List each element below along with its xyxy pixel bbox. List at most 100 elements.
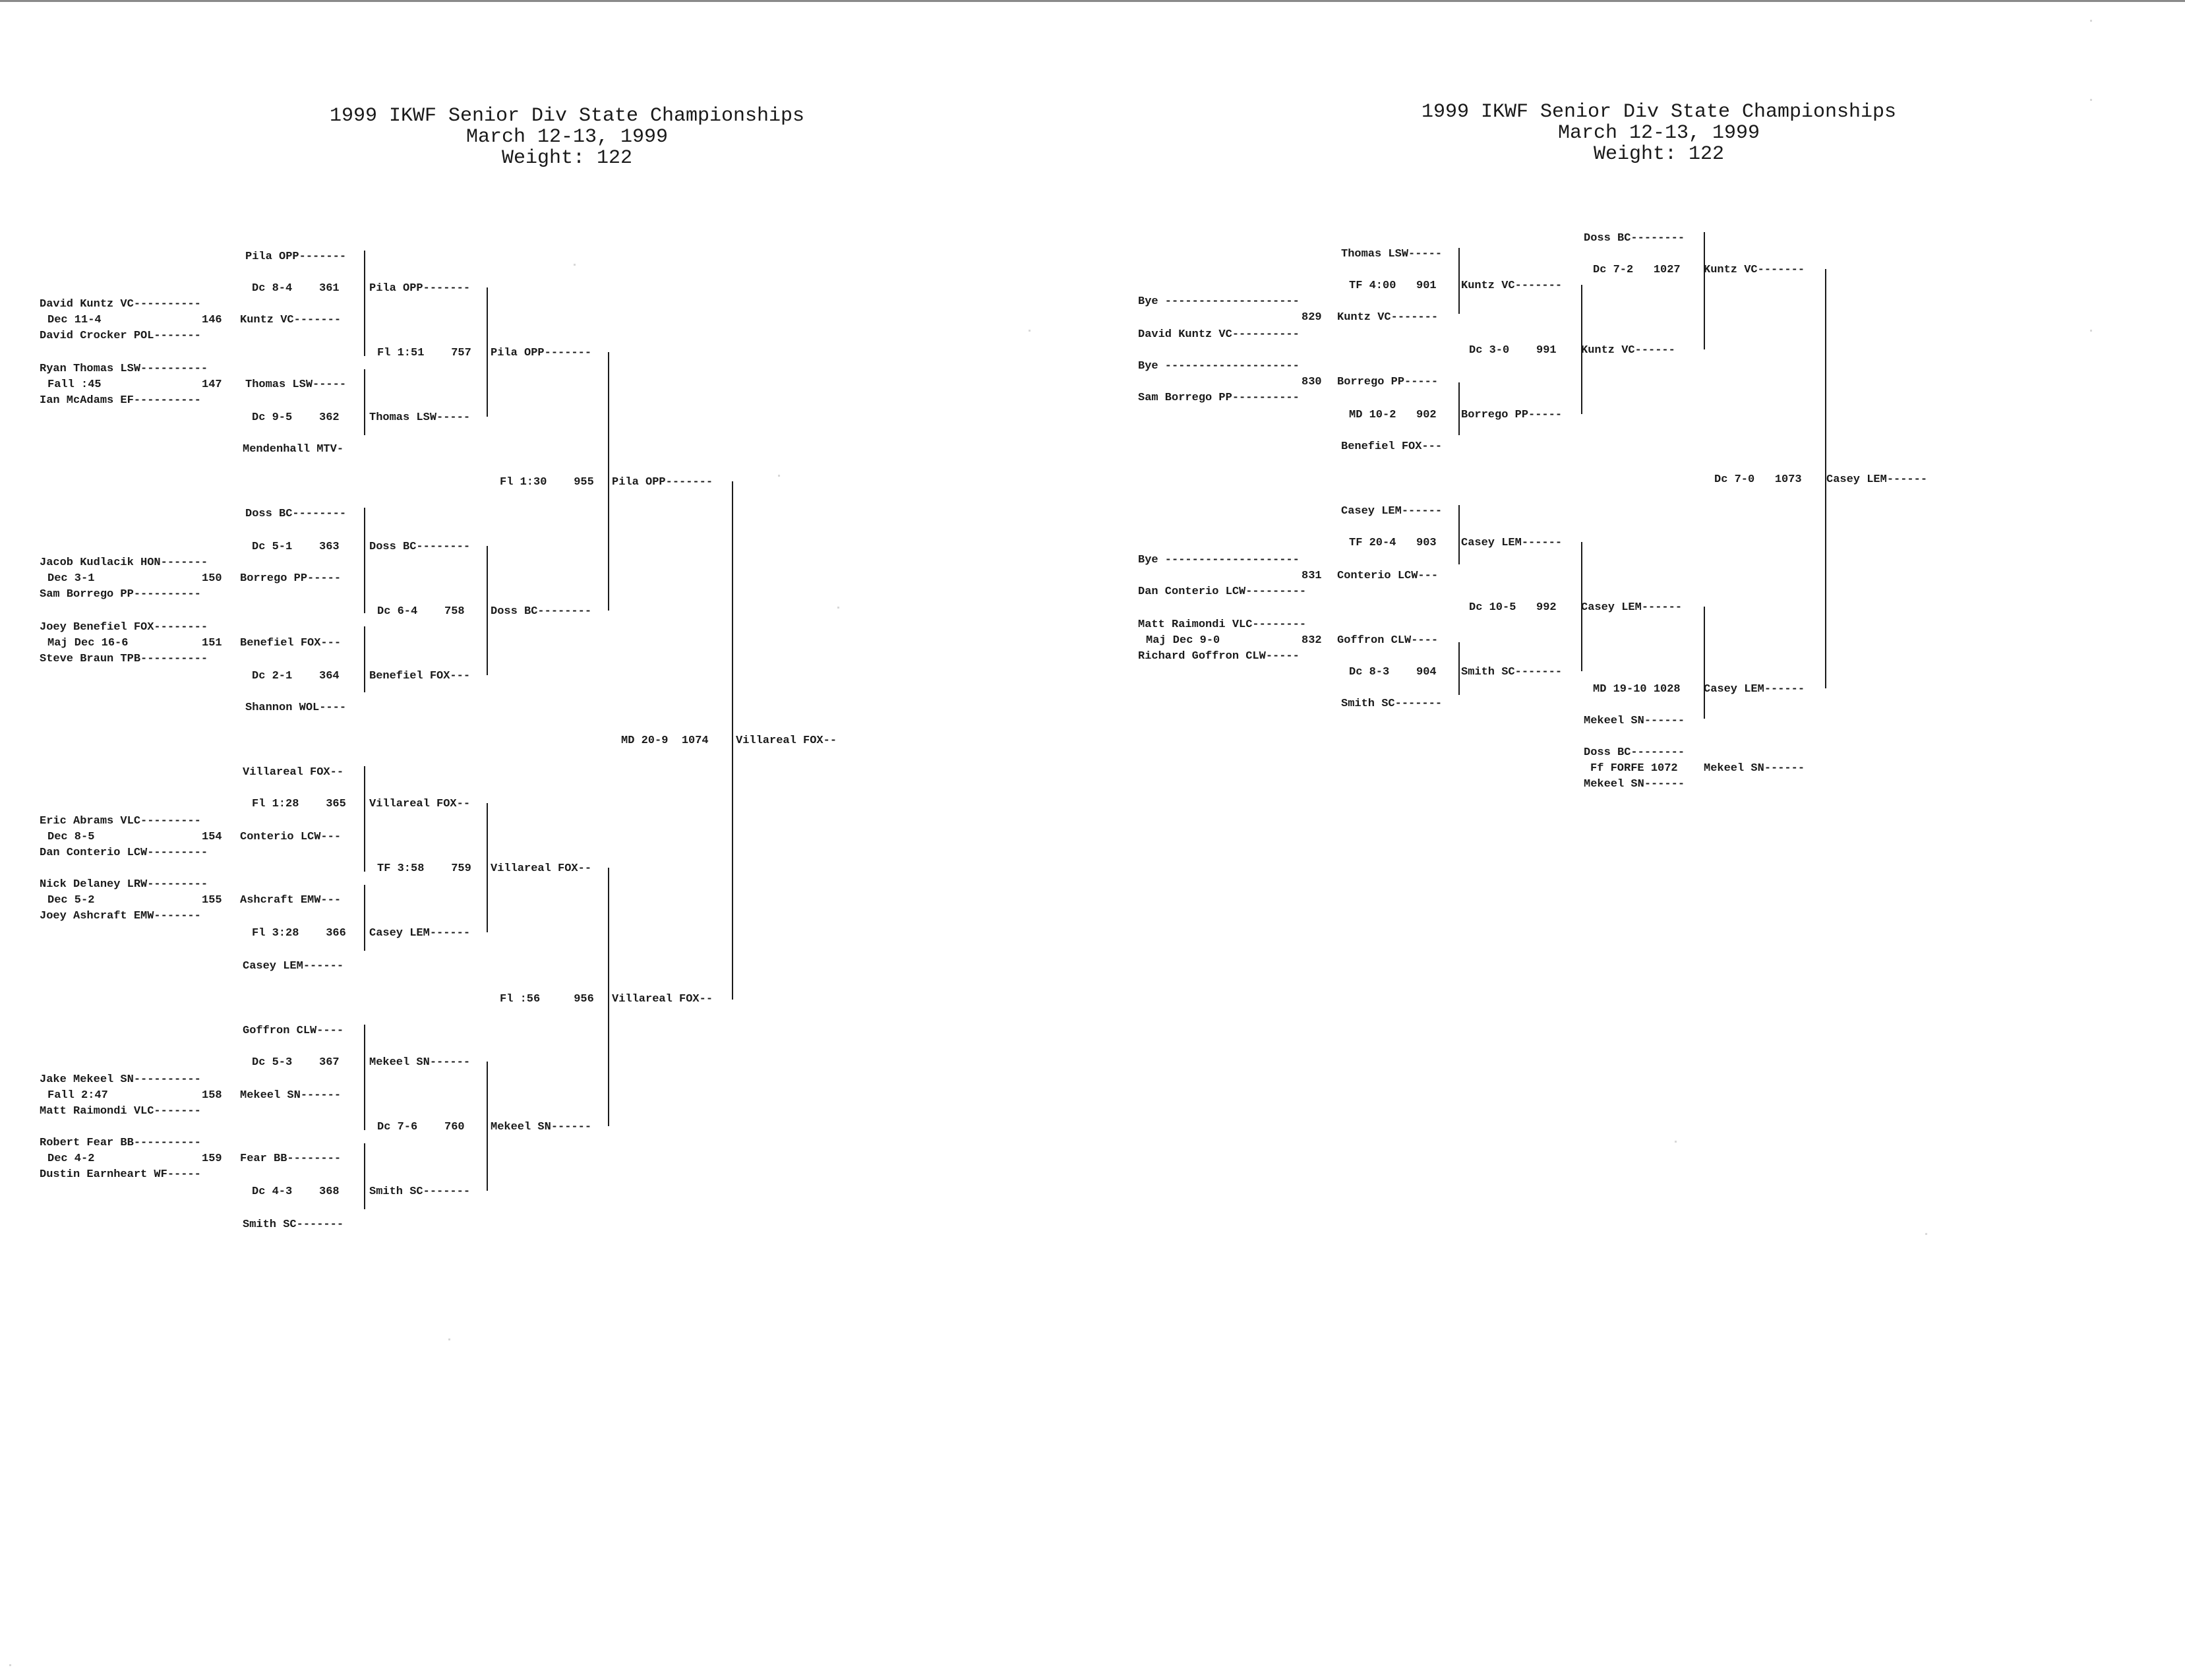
connector — [364, 508, 365, 613]
bracket-line: TF 4:00 901 — [1349, 280, 1437, 292]
top-edge-line — [0, 0, 2185, 2]
bracket-line: Kuntz VC------- — [1461, 280, 1563, 292]
bracket-line: Nick Delaney LRW--------- — [40, 878, 208, 891]
bracket-line: Pila OPP------- — [369, 282, 471, 295]
bracket-line: 829 — [1302, 311, 1322, 324]
bracket-line: Benefiel FOX--- — [1341, 440, 1443, 453]
connector — [364, 766, 365, 872]
bracket-line: 154 — [202, 831, 222, 843]
bracket-line: Casey LEM------ — [369, 927, 471, 940]
bracket-line: Fall :45 — [47, 378, 102, 391]
bracket-line: 830 — [1302, 376, 1322, 388]
bracket-line: Bye -------------------- — [1138, 554, 1300, 566]
bracket-line: Eric Abrams VLC--------- — [40, 815, 201, 827]
connector — [1458, 382, 1460, 435]
bracket-line: Mekeel SN------ — [369, 1056, 471, 1069]
bracket-line: Ashcraft EMW--- — [240, 894, 342, 907]
bracket-line: TF 20-4 903 — [1349, 537, 1437, 549]
bracket-line: Dec 8-5 — [47, 831, 95, 843]
scan-speck — [837, 607, 839, 609]
connector — [1581, 285, 1582, 414]
bracket-line: Dustin Earnheart WF----- — [40, 1168, 201, 1181]
bracket-line: MD 10-2 902 — [1349, 409, 1437, 421]
connector — [364, 1143, 365, 1209]
bracket-line: Doss BC-------- — [1584, 232, 1685, 245]
left-title-weight: Weight: 122 — [501, 147, 633, 169]
connector — [364, 1025, 365, 1130]
bracket-line: Pila OPP------- — [491, 347, 592, 359]
connector — [732, 481, 733, 1000]
bracket-line: Dec 11-4 — [47, 314, 102, 326]
bracket-line: Villareal FOX-- — [369, 798, 471, 810]
bracket-line: Dc 8-3 904 — [1349, 666, 1437, 678]
bracket-line: David Crocker POL------- — [40, 330, 201, 342]
connector — [1581, 542, 1582, 671]
bracket-line: MD 20-9 1074 — [621, 735, 709, 747]
bracket-line: Bye -------------------- — [1138, 360, 1300, 373]
bracket-line: Bye -------------------- — [1138, 295, 1300, 308]
bracket-line: Dec 4-2 — [47, 1153, 95, 1165]
bracket-line: MD 19-10 1028 — [1593, 683, 1681, 696]
bracket-line: Mendenhall MTV- — [243, 443, 344, 456]
bracket-line: Kuntz VC------- — [240, 314, 342, 326]
bracket-line: Joey Ashcraft EMW------- — [40, 910, 201, 922]
bracket-line: Casey LEM------ — [243, 960, 344, 973]
bracket-line: Dc 10-5 992 — [1469, 601, 1557, 614]
bracket-line: TF 3:58 759 — [377, 862, 471, 875]
bracket-line: Dc 7-0 1073 — [1714, 473, 1802, 486]
scan-speck — [1029, 330, 1031, 332]
connector — [487, 803, 488, 932]
bracket-line: Kuntz VC------- — [1337, 311, 1439, 324]
bracket-line: Casey LEM------ — [1581, 601, 1683, 614]
bracket-line: Dc 5-3 367 — [252, 1056, 340, 1069]
bracket-line: Thomas LSW----- — [369, 411, 471, 424]
bracket-line: Benefiel FOX--- — [369, 670, 471, 682]
bracket-line: Ian McAdams EF---------- — [40, 394, 201, 407]
bracket-line: Dc 2-1 364 — [252, 670, 340, 682]
bracket-line: Dc 9-5 362 — [252, 411, 340, 424]
bracket-line: Doss BC-------- — [245, 508, 347, 520]
bracket-line: Mekeel SN------ — [1584, 778, 1685, 791]
bracket-line: Fl :56 956 — [500, 993, 594, 1005]
bracket-line: Dan Conterio LCW--------- — [1138, 585, 1307, 598]
connector — [1458, 642, 1460, 695]
bracket-line: Jacob Kudlacik HON------- — [40, 556, 208, 569]
connector — [364, 369, 365, 435]
connector — [487, 287, 488, 417]
bracket-line: Villareal FOX-- — [736, 735, 837, 747]
bracket-line: Dec 5-2 — [47, 894, 95, 907]
bracket-line: Dec 3-1 — [47, 572, 95, 585]
bracket-line: Conterio LCW--- — [240, 831, 342, 843]
scan-speck — [778, 475, 780, 477]
bracket-line: Ryan Thomas LSW---------- — [40, 363, 208, 375]
bracket-line: Villareal FOX-- — [612, 993, 713, 1005]
left-title-event: 1999 IKWF Senior Div State Championships — [329, 105, 805, 127]
bracket-line: Mekeel SN------ — [1584, 715, 1685, 727]
scan-speck — [2090, 99, 2092, 101]
bracket-line: Goffron CLW---- — [1337, 634, 1439, 647]
bracket-line: Doss BC-------- — [491, 605, 592, 618]
bracket-line: Villareal FOX-- — [243, 766, 344, 779]
bracket-line: 146 — [202, 314, 222, 326]
bracket-line: Maj Dec 16-6 — [47, 637, 129, 649]
bracket-line: Dc 6-4 758 — [377, 605, 465, 618]
scan-speck — [2090, 20, 2092, 22]
bracket-line: David Kuntz VC---------- — [40, 298, 201, 311]
right-title-weight: Weight: 122 — [1593, 143, 1725, 165]
bracket-line: Borrego PP----- — [1337, 376, 1439, 388]
bracket-line: Smith SC------- — [1341, 698, 1443, 710]
bracket-line: 159 — [202, 1153, 222, 1165]
bracket-line: Matt Raimondi VLC------- — [40, 1105, 201, 1118]
bracket-line: Maj Dec 9-0 — [1146, 634, 1220, 647]
bracket-line: 155 — [202, 894, 222, 907]
bracket-line: Fl 3:28 366 — [252, 927, 346, 940]
connector — [487, 1062, 488, 1191]
bracket-line: Conterio LCW--- — [1337, 570, 1439, 582]
bracket-line: Kuntz VC------- — [1704, 264, 1805, 276]
bracket-line: Steve Braun TPB---------- — [40, 653, 208, 665]
bracket-line: Goffron CLW---- — [243, 1025, 344, 1037]
bracket-line: 158 — [202, 1089, 222, 1102]
bracket-line: Mekeel SN------ — [491, 1121, 592, 1133]
bracket-line: Dc 5-1 363 — [252, 541, 340, 553]
bracket-line: Richard Goffron CLW----- — [1138, 650, 1300, 663]
